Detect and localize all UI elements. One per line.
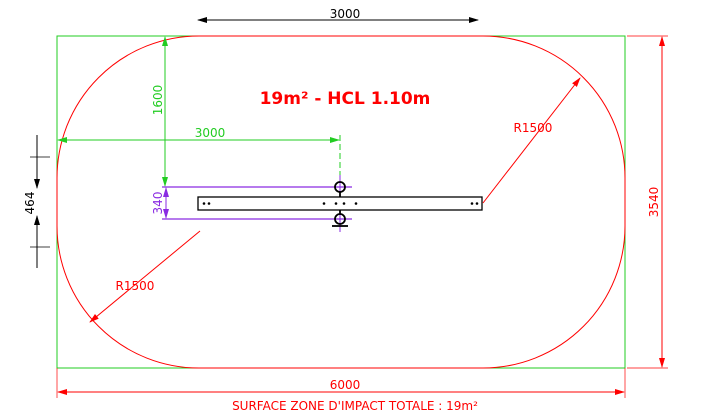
left-offset-dimension: 464	[23, 135, 50, 268]
green-width-label: 3000	[195, 126, 226, 140]
radius-upper-label: R1500	[514, 121, 553, 135]
radius-upper-callout: R1500	[482, 77, 581, 204]
seesaw-equipment	[197, 181, 483, 227]
total-width-dimension: 6000	[56, 368, 626, 398]
handle-top-icon	[334, 181, 346, 197]
total-height-dimension: 3540	[627, 35, 668, 369]
left-offset-label: 464	[23, 192, 37, 215]
purple-height-dimension: 340	[151, 175, 352, 232]
handle-bottom-icon	[332, 210, 348, 227]
green-width-dimension: 3000	[57, 126, 341, 180]
impact-zone-outline	[56, 35, 626, 369]
top-width-label: 3000	[330, 7, 361, 21]
green-height-label: 1600	[151, 85, 165, 116]
radius-lower-label: R1500	[116, 279, 155, 293]
title: 19m² - HCL 1.10m	[260, 89, 431, 109]
purple-height-label: 340	[151, 192, 165, 215]
radius-lower-callout: R1500	[89, 230, 201, 323]
total-height-label: 3540	[647, 187, 661, 218]
surface-label: SURFACE ZONE D'IMPACT TOTALE : 19m²	[232, 399, 478, 413]
total-width-label: 6000	[330, 378, 361, 392]
top-width-dimension: 3000	[197, 7, 479, 23]
green-height-dimension: 1600	[151, 36, 168, 187]
